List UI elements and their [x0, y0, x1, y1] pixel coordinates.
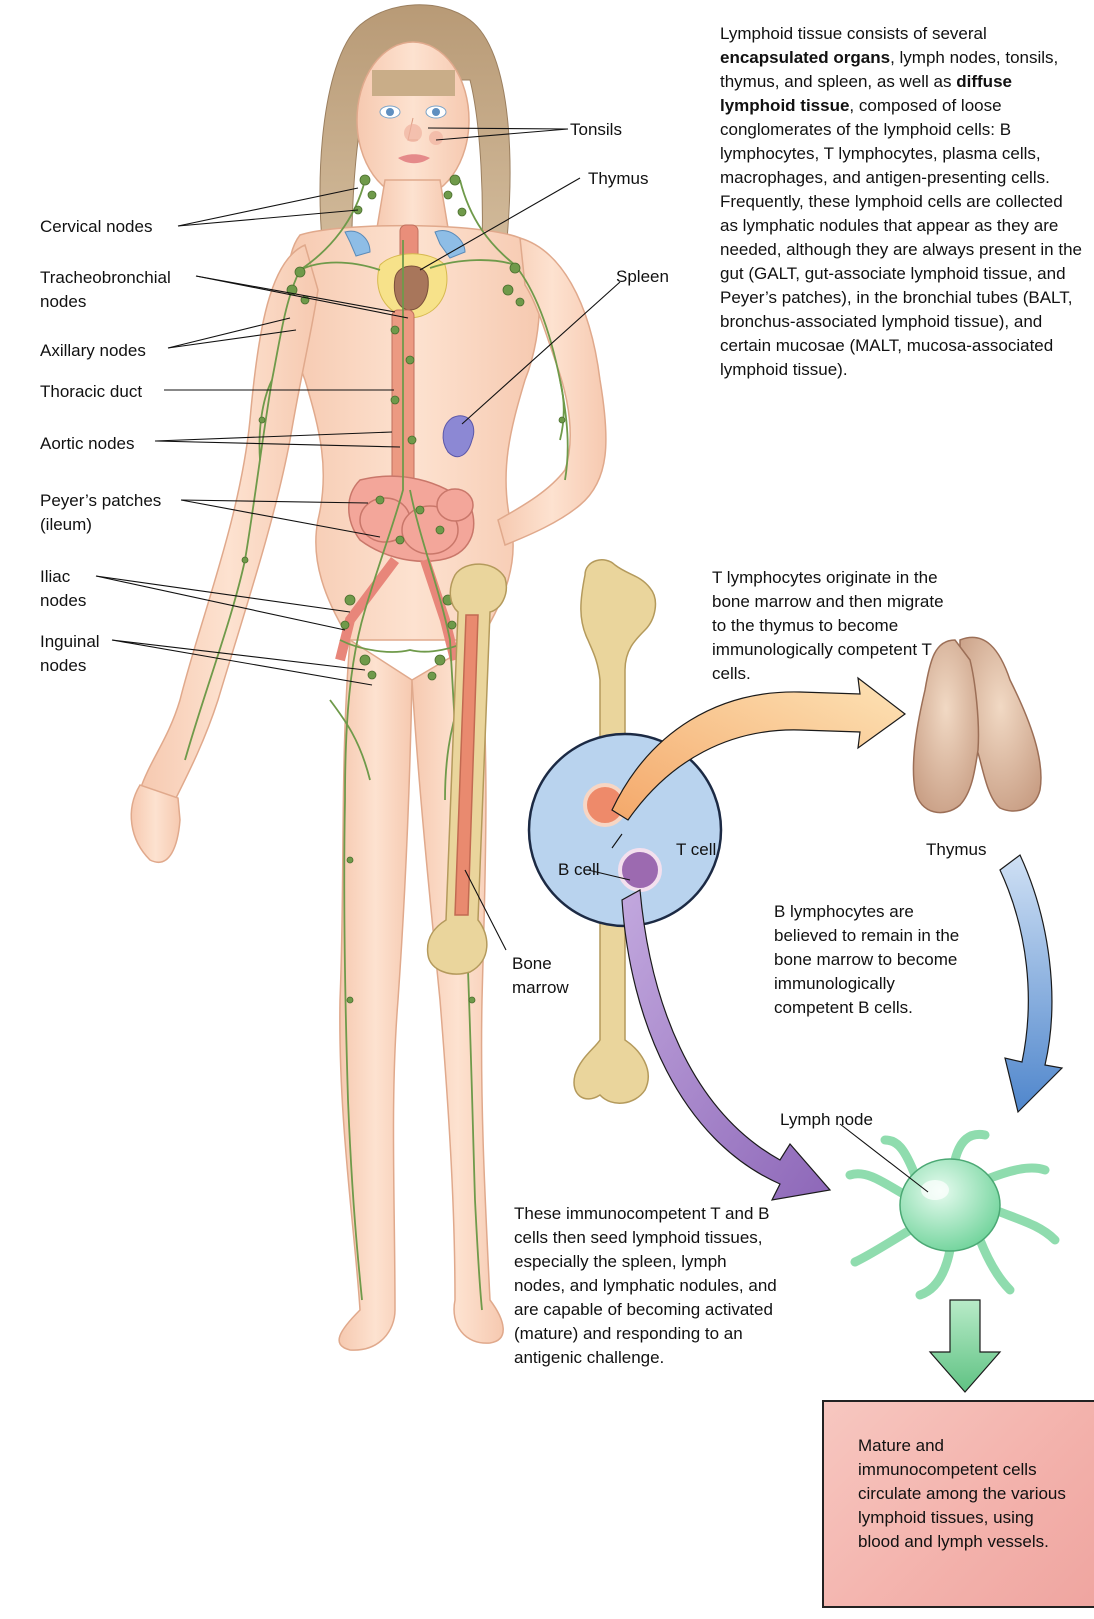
label-tracheobronchial-nodes: Tracheobronchial nodes	[40, 266, 171, 314]
arrow-blue	[1000, 855, 1062, 1112]
label-lymph-node: Lymph node	[780, 1108, 873, 1132]
label-tonsils: Tonsils	[570, 118, 622, 142]
label-spleen: Spleen	[616, 265, 669, 289]
label-t-cell: T cell	[676, 838, 716, 862]
b-lymphocytes-paragraph: B lymphocytes are believed to remain in …	[774, 900, 969, 1020]
label-bone-marrow: Bone marrow	[512, 952, 569, 1000]
label-iliac-nodes: Iliac nodes	[40, 565, 86, 613]
lymphoid-text-3: , composed of loose conglomerates of the…	[720, 96, 1082, 379]
label-thoracic-duct: Thoracic duct	[40, 380, 142, 404]
label-cervical-nodes: Cervical nodes	[40, 215, 152, 239]
label-peyers-patches: Peyer’s patches (ileum)	[40, 489, 161, 537]
t-lymphocytes-paragraph: T lymphocytes originate in the bone marr…	[712, 566, 960, 686]
lymphoid-bold-1: encapsulated organs	[720, 48, 890, 67]
lymph-node-shape	[850, 1134, 1055, 1295]
label-axillary-nodes: Axillary nodes	[40, 339, 146, 363]
label-thymus-top: Thymus	[588, 167, 648, 191]
b-cell-shape	[620, 850, 660, 890]
label-inguinal-nodes: Inguinal nodes	[40, 630, 100, 678]
label-b-cell: B cell	[558, 858, 600, 882]
mature-cells-text: Mature and immunocompetent cells circula…	[858, 1434, 1068, 1554]
marrow-circle	[529, 734, 721, 926]
lymphoid-tissue-paragraph: Lymphoid tissue consists of several enca…	[720, 22, 1082, 382]
immunocompetent-paragraph: These immunocompetent T and B cells then…	[514, 1202, 780, 1370]
arrow-green	[930, 1300, 1000, 1392]
human-figure	[131, 42, 606, 1350]
lymphoid-text-1: Lymphoid tissue consists of several	[720, 24, 987, 43]
label-aortic-nodes: Aortic nodes	[40, 432, 135, 456]
mature-cells-box: Mature and immunocompetent cells circula…	[822, 1400, 1094, 1608]
label-thymus-right: Thymus	[926, 838, 986, 862]
